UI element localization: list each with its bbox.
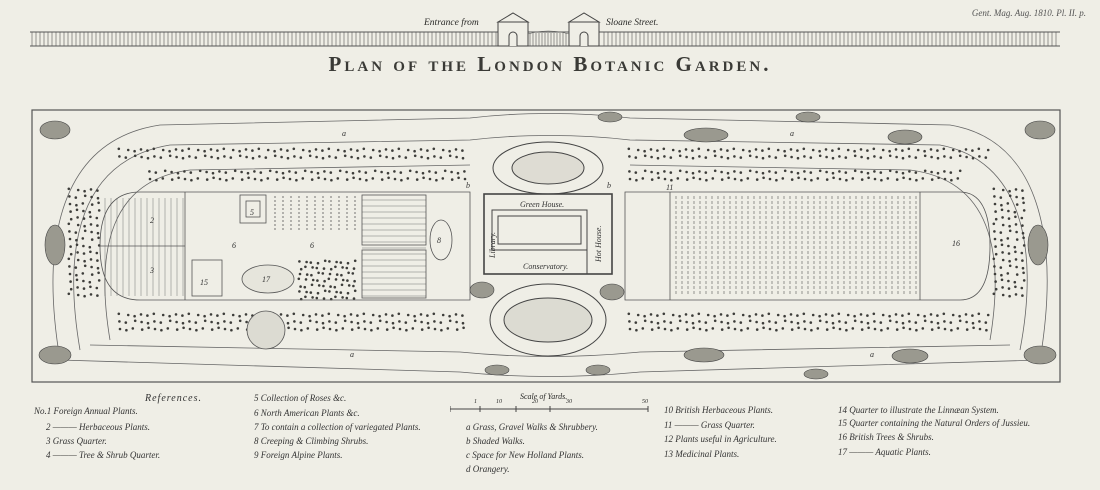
scale-bar <box>450 406 649 412</box>
quarter-3-label: 3 <box>149 266 154 275</box>
scale-tick-10: 10 <box>496 399 502 405</box>
hot-house-label: Hot House. <box>594 226 603 263</box>
gate-lodge-right <box>567 12 601 47</box>
ref-5: 5 Collection of Roses &c. <box>254 393 347 403</box>
shrub-clumps <box>38 111 1057 380</box>
entrance-gate <box>527 30 570 46</box>
ref-16: 16 British Trees & Shrubs. <box>838 432 934 442</box>
scale-tick-1: 1 <box>474 399 477 405</box>
library-label: Library. <box>488 232 497 259</box>
quarter-2-label: 2 <box>150 216 154 225</box>
ref-13: 13 Medicinal Plants. <box>664 449 740 459</box>
plate-credit: Gent. Mag. Aug. 1810. Pl. II. p. <box>971 8 1086 18</box>
ref-15: 15 Quarter containing the Natural Orders… <box>838 418 1031 428</box>
quarter-5-label: 5 <box>250 208 254 217</box>
quarter-16-label: 16 <box>952 239 960 248</box>
entrance-label-left: Entrance from <box>424 18 479 28</box>
scale-tick-20: 20 <box>532 399 538 405</box>
walk-label-a1: a <box>342 129 346 138</box>
ref-9: 9 Foreign Alpine Plants. <box>254 450 343 460</box>
quarter-11-label: 11 <box>666 183 673 192</box>
ref-8: 8 Creeping & Climbing Shrubs. <box>254 436 369 446</box>
ref-14: 14 Quarter to illustrate the Linnæan Sys… <box>838 405 999 415</box>
quarter-17-label: 17 <box>262 275 271 284</box>
right-quarters <box>624 191 991 301</box>
page-title: Plan of the London Botanic Garden. <box>328 52 772 76</box>
ref-1: No.1 Foreign Annual Plants. <box>34 406 138 416</box>
quarter-8-label: 8 <box>437 236 441 245</box>
quarter-15-label: 15 <box>200 278 208 287</box>
walk-label-a2: a <box>790 129 794 138</box>
ref-a: a Grass, Gravel Walks & Shrubbery. <box>466 422 598 432</box>
left-quarters <box>99 191 471 350</box>
ref-7: 7 To contain a collection of variegated … <box>254 422 421 432</box>
ref-b: b Shaded Walks. <box>466 436 525 446</box>
ref-6: 6 North American Plants &c. <box>254 408 360 418</box>
ref-17: 17 ——— Aquatic Plants. <box>838 447 931 457</box>
scale-tick-50: 50 <box>642 399 648 405</box>
garden-boundary <box>31 109 1061 383</box>
ref-10: 10 British Herbaceous Plants. <box>664 405 773 415</box>
ref-11: 11 ——— Grass Quarter. <box>664 420 755 430</box>
scale-label: Scale of Yards. <box>520 392 568 401</box>
shaded-walk-label-1: b <box>466 181 470 190</box>
entrance-label-right: Sloane Street. <box>606 18 659 28</box>
walk-label-a3: a <box>350 350 354 359</box>
ref-d: d Orangery. <box>466 464 510 474</box>
conservatory-label: Conservatory. <box>523 262 568 271</box>
green-house-label: Green House. <box>520 200 564 209</box>
gate-lodge-left <box>496 12 530 47</box>
ref-4: 4 ——— Tree & Shrub Quarter. <box>46 450 161 460</box>
references-heading: References. <box>145 393 202 404</box>
ref-2: 2 ——— Herbaceous Plants. <box>46 422 150 432</box>
ref-12: 12 Plants useful in Agriculture. <box>664 434 777 444</box>
quarter-6b-label: 6 <box>310 241 314 250</box>
central-buildings <box>483 141 613 357</box>
shrubbery-belts <box>67 147 1026 332</box>
quarter-6a-label: 6 <box>232 241 236 250</box>
ref-3: 3 Grass Quarter. <box>46 436 107 446</box>
walk-label-a4: a <box>870 350 874 359</box>
ref-c: c Space for New Holland Plants. <box>466 450 584 460</box>
shaded-walk-label-2: b <box>607 181 611 190</box>
scale-tick-30: 30 <box>566 399 572 405</box>
